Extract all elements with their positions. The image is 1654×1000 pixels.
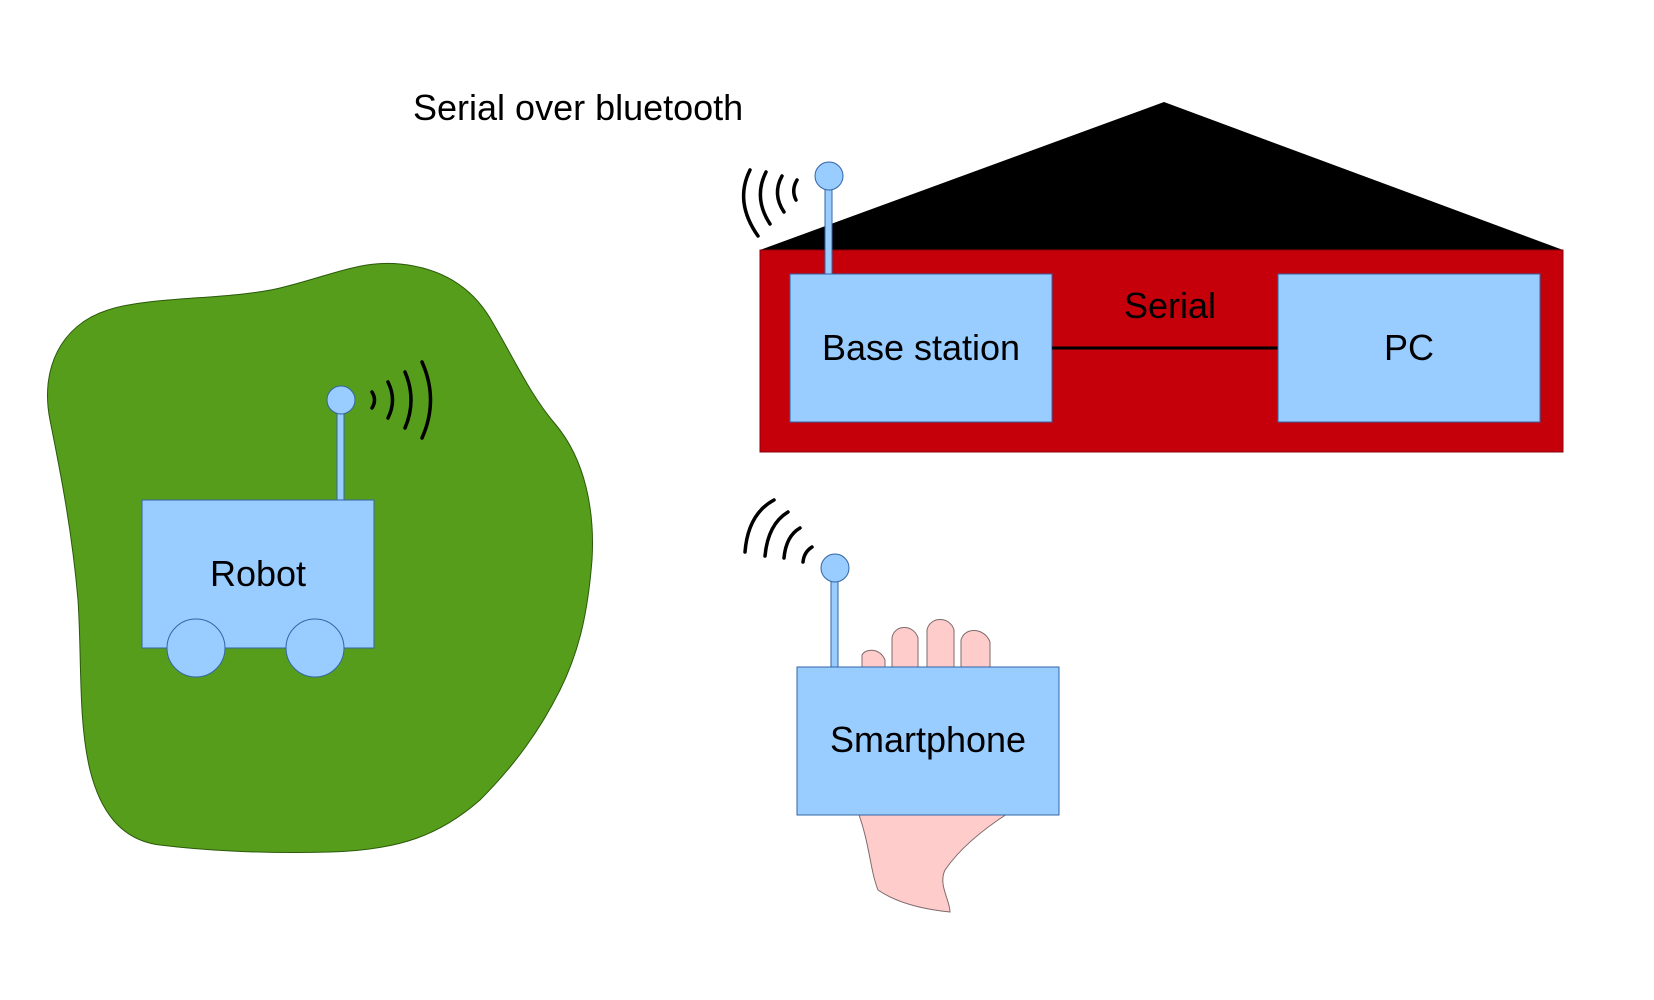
smartphone-box [796,666,1060,816]
smartphone-node: Smartphone [743,498,1060,816]
base-station-signal-waves [741,168,799,238]
hand [857,619,1012,913]
base-station-box [789,273,1053,423]
robot-node: Robot [141,360,433,678]
smartphone-antenna-mast [830,579,839,668]
protocol-label: Serial over bluetooth [413,87,743,128]
robot-signal-waves [370,360,433,440]
robot-antenna-tip [326,385,356,415]
serial-link-label: Serial [1124,285,1216,326]
base-station-antenna-tip [814,161,844,191]
hand-finger-2 [891,627,919,668]
base-station-antenna-mast [824,187,833,275]
robot-label: Robot [210,553,306,594]
robot-wheel-left [166,618,226,678]
pc-label: PC [1384,327,1434,368]
hand-finger-1 [861,649,886,668]
hand-finger-4 [960,630,991,668]
hand-finger-3 [926,619,955,668]
base-station-label: Base station [822,327,1020,368]
hand-palm [857,811,1012,913]
robot-wheel-right [285,618,345,678]
house-roof [760,102,1563,250]
house: Base station Serial PC [741,102,1564,453]
smartphone-label: Smartphone [830,719,1026,760]
robot-antenna-mast [336,411,345,501]
smartphone-signal-waves [743,498,814,564]
pc-box [1277,273,1541,423]
smartphone-antenna-tip [820,553,850,583]
